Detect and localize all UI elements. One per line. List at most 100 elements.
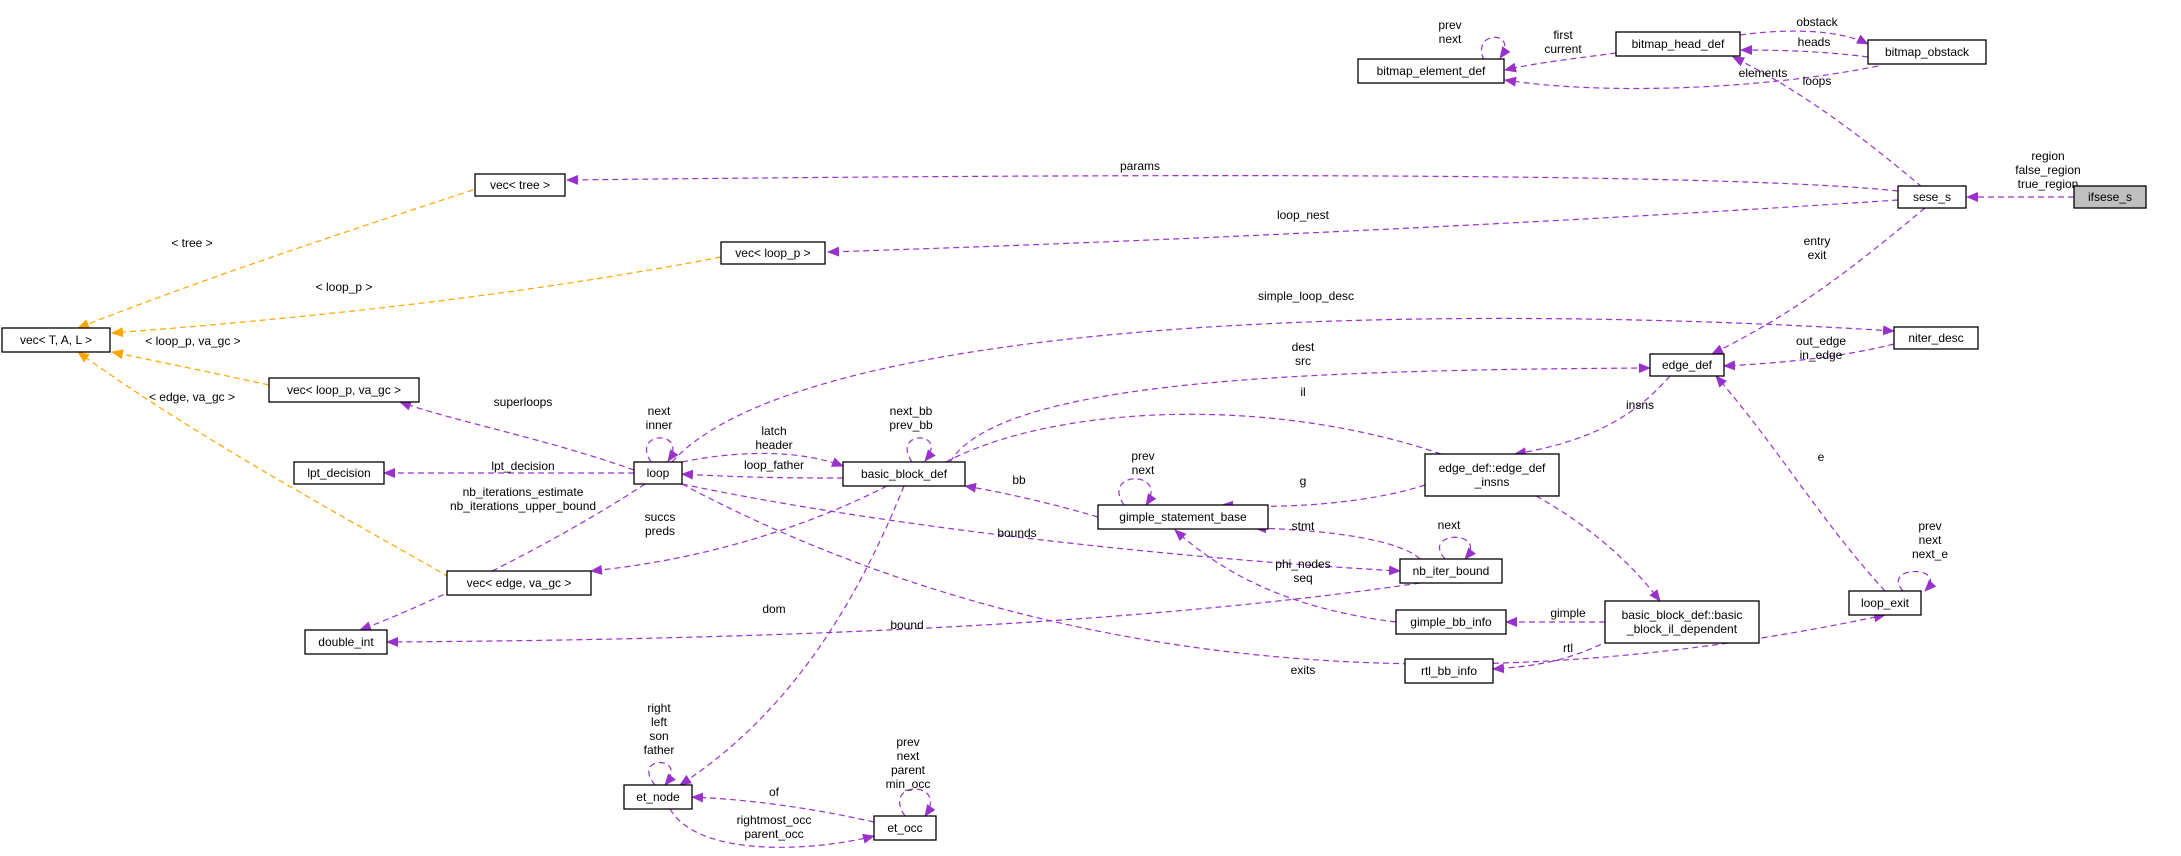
edge-label-text-edge-bb-1: src: [1295, 354, 1311, 368]
edge-label-text-loop-exit-self-0: prev: [1918, 519, 1941, 533]
edge-label-text-bb-self-0: next_bb: [890, 404, 933, 418]
edge-bb-loop: [681, 469, 844, 480]
node-label-gimple-statement-base: gimple_statement_base: [1119, 510, 1247, 524]
edge-tpl-loop-p: [111, 256, 722, 338]
node-box-vec-edge-va-gc: [446, 570, 592, 596]
edge-label-loop-niter: simple_loop_desc: [1258, 289, 1354, 303]
edge-label-text-head-obstack: heads: [1798, 35, 1831, 49]
node-lpt-decision[interactable]: lpt_decision: [293, 461, 385, 485]
edge-gimple-bb: [964, 482, 1099, 518]
edge-label-text-nb-iter-gimple: stmt: [1292, 519, 1315, 533]
edge-loop-self: [645, 437, 679, 463]
node-et-node[interactable]: et_node: [623, 784, 693, 810]
edge-label-sese-vec-tree: params: [1120, 159, 1160, 173]
edge-loop-bb: [681, 452, 844, 467]
edge-label-nb-iter-double-int: bound: [890, 618, 923, 632]
edge-label-text-loop-lpt: lpt_decision: [491, 459, 554, 473]
node-label-loop-exit: loop_exit: [1861, 596, 1910, 610]
edge-label-text-bb-succs-0: succs: [645, 510, 676, 524]
edge-gimple-self: [1118, 478, 1157, 506]
edge-label-text-tpl-loop-p-va-gc: < loop_p, va_gc >: [145, 334, 240, 348]
node-label-vec-loop-p-va-gc: vec< loop_p, va_gc >: [287, 383, 401, 397]
edge-tpl-edge-va-gc: [77, 351, 450, 578]
node-box-gimple-bb-info: [1395, 609, 1507, 635]
node-bitmap-head-def[interactable]: bitmap_head_def: [1615, 31, 1741, 57]
node-box-bitmap-element-def: [1357, 58, 1505, 84]
edge-nb-iter-double-int: [386, 582, 1421, 647]
edge-label-text-loop-self-0: next: [648, 404, 671, 418]
node-edge-def[interactable]: edge_def: [1649, 353, 1725, 377]
edge-sese-vec-loop-p: [827, 199, 1899, 257]
edge-label-text-nb-iter-self: next: [1438, 518, 1461, 532]
node-ifsese-s[interactable]: ifsese_s: [2073, 185, 2147, 209]
edge-label-nb-iter-gimple: stmt: [1292, 519, 1315, 533]
node-vec-TAL[interactable]: vec< T, A, L >: [1, 327, 111, 353]
node-box-loop-exit: [1848, 590, 1922, 616]
edge-loop-bounds: [681, 483, 1401, 576]
edge-loop-exit-self: [1897, 570, 1937, 592]
edge-loop-niter: [671, 317, 1895, 463]
node-loop-exit[interactable]: loop_exit: [1848, 590, 1922, 616]
node-label-et-occ: et_occ: [887, 821, 922, 835]
edge-label-bb-loop: loop_father: [744, 458, 804, 472]
edge-label-text-tpl-loop-p: < loop_p >: [316, 280, 373, 294]
edge-label-text-bb-il: il: [1300, 385, 1305, 399]
node-gimple-statement-base[interactable]: gimple_statement_base: [1097, 504, 1269, 530]
edge-label-loop-exit-edge: e: [1818, 450, 1825, 464]
edge-label-text-gimple-bb-info-phi-0: phi_nodes: [1275, 557, 1330, 571]
edge-label-text-head-element-1: current: [1544, 42, 1582, 56]
node-edge-def-insns[interactable]: edge_def::edge_def_insns: [1424, 453, 1560, 497]
node-double-int[interactable]: double_int: [304, 629, 388, 655]
node-vec-loop-p-va-gc[interactable]: vec< loop_p, va_gc >: [268, 377, 420, 403]
node-gimple-bb-info[interactable]: gimple_bb_info: [1395, 609, 1507, 635]
node-rtl-bb-info[interactable]: rtl_bb_info: [1404, 658, 1494, 684]
node-label-edge-def-insns-0: edge_def::edge_def: [1439, 461, 1546, 475]
node-layer: ifsese_s sese_s bitmap_obstack bitmap_head_…: [1, 31, 2147, 841]
edge-label-text-et-node-self-1: left: [651, 715, 668, 729]
edge-tpl-tree: [77, 189, 474, 329]
edge-et-occ-of: [691, 792, 875, 823]
node-bitmap-element-def[interactable]: bitmap_element_def: [1357, 58, 1505, 84]
edge-loop-exit-edge: [1715, 375, 1886, 592]
edge-label-text-loop-niter: simple_loop_desc: [1258, 289, 1354, 303]
node-label-ifsese-s: ifsese_s: [2088, 190, 2132, 204]
node-label-gimple-bb-info: gimple_bb_info: [1410, 615, 1492, 629]
edge-label-text-niter-edge-0: out_edge: [1796, 334, 1846, 348]
node-vec-tree[interactable]: vec< tree >: [474, 173, 566, 197]
node-box-nb-iter-bound: [1399, 558, 1503, 584]
node-bb-il-dependent[interactable]: basic_block_def::basic_block_il_dependen…: [1604, 600, 1760, 644]
edge-label-text-loop-exit-self-1: next: [1919, 533, 1942, 547]
edge-label-text-et-occ-self-0: prev: [896, 735, 919, 749]
edge-label-loop-exits: exits: [1291, 663, 1316, 677]
node-box-vec-tree: [474, 173, 566, 197]
edge-label-tpl-loop-p-va-gc: < loop_p, va_gc >: [145, 334, 240, 348]
node-vec-loop-p[interactable]: vec< loop_p >: [720, 241, 826, 265]
node-nb-iter-bound[interactable]: nb_iter_bound: [1399, 558, 1503, 584]
edge-label-tpl-tree: < tree >: [171, 236, 212, 250]
edge-head-obstack: [1740, 45, 1869, 58]
node-loop[interactable]: loop: [633, 461, 683, 485]
node-sese-s[interactable]: sese_s: [1897, 185, 1967, 209]
node-label-bitmap-head-def: bitmap_head_def: [1632, 37, 1725, 51]
edge-label-loop-double-int: nb_iterations_estimatenb_iterations_uppe…: [450, 485, 596, 513]
node-basic-block-def[interactable]: basic_block_def: [842, 461, 966, 487]
edge-loop-double-int: [359, 483, 646, 631]
edge-label-obstack-element: elements: [1739, 66, 1788, 80]
node-bitmap-obstack[interactable]: bitmap_obstack: [1867, 39, 1987, 65]
node-et-occ[interactable]: et_occ: [873, 815, 937, 841]
node-vec-edge-va-gc[interactable]: vec< edge, va_gc >: [446, 570, 592, 596]
edge-label-text-loop-bounds: bounds: [997, 526, 1036, 540]
edge-label-text-et-occ-self-1: next: [897, 749, 920, 763]
edge-label-text-nb-iter-double-int: bound: [890, 618, 923, 632]
edge-label-text-insns-gimple: g: [1300, 474, 1307, 488]
node-label-bb-il-dependent-1: _block_il_dependent: [1626, 622, 1738, 636]
edge-loop-exits: [681, 483, 1886, 665]
node-box-vec-loop-p: [720, 241, 826, 265]
edge-label-text-et-node-self-2: son: [649, 729, 668, 743]
node-niter-desc[interactable]: niter_desc: [1893, 326, 1979, 350]
